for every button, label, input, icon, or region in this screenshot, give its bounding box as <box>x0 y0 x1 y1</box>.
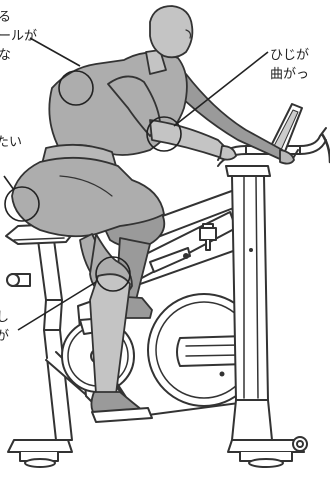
front-stabilizer <box>228 437 307 467</box>
knee-callout-line-1: し <box>0 308 9 327</box>
knee-callout-label: し が <box>0 308 9 346</box>
back-callout-line-3: な <box>0 46 37 65</box>
elbow-callout-label: ひじが 曲がっ <box>270 46 309 84</box>
elbow-callout-line-1: ひじが <box>270 46 309 65</box>
rear-stabilizer <box>8 440 72 467</box>
hip-callout-line-1: たい <box>0 133 22 152</box>
seat-post <box>7 240 62 330</box>
back-callout-line-1: る <box>0 8 37 27</box>
back-callout-line-2: ールが <box>0 27 37 46</box>
elbow-callout-line-2: 曲がっ <box>270 65 309 84</box>
knee-callout-line-2: が <box>0 327 9 346</box>
hip-callout-label: たい <box>0 133 22 152</box>
back-callout-label: る ールが な <box>0 8 37 65</box>
